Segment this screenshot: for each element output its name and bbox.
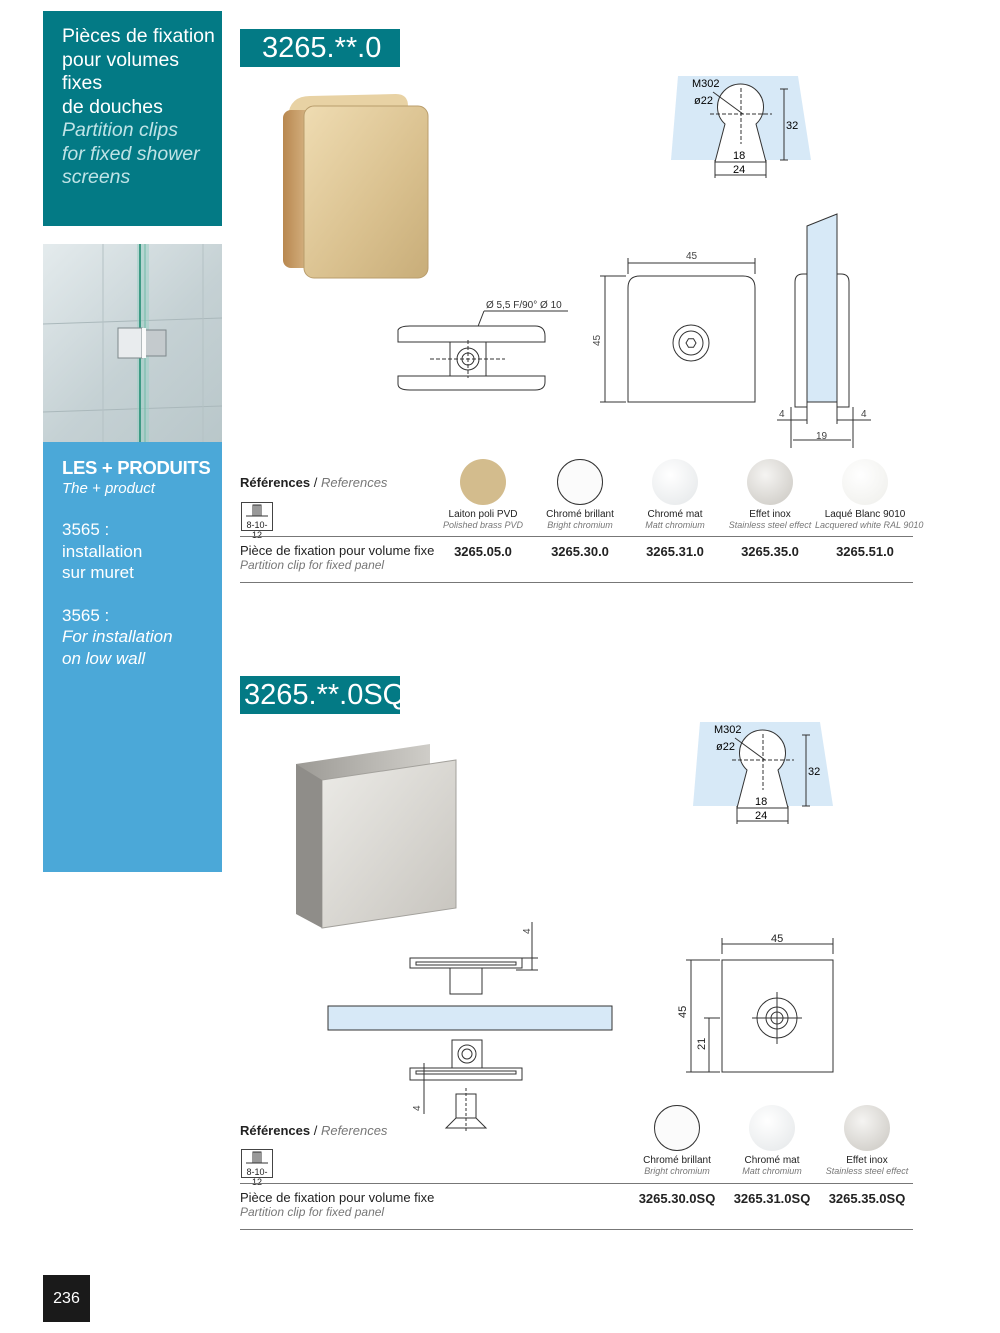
reference-code: 3265.31.0SQ xyxy=(733,1191,811,1206)
dim-height-45: 45 xyxy=(677,1006,689,1018)
dim-height-21: 21 xyxy=(696,1038,708,1050)
title-en-line: screens xyxy=(62,166,131,188)
dim-height: 32 xyxy=(808,766,820,778)
reference-code: 3265.51.0 xyxy=(836,544,894,559)
reference-code: 3265.31.0 xyxy=(646,544,704,559)
plus-fr-line: installation xyxy=(62,541,143,561)
dim-m302: M302 xyxy=(714,724,742,736)
product-plus-block: LES + PRODUITS The + product 3565 : inst… xyxy=(43,442,222,872)
dim-hole: Ø 5,5 F/90° Ø 10 xyxy=(486,300,562,311)
dim-thickness-4b: 4 xyxy=(412,1105,423,1111)
finish-swatch-polished-brass xyxy=(460,459,506,505)
references-label-2: Références / References xyxy=(240,1123,388,1138)
product-render-square xyxy=(296,744,457,929)
thickness-label: 8-10-12 xyxy=(246,520,268,540)
glass-cutout-diagram-2: M302 ø22 32 18 24 xyxy=(693,722,833,824)
reference-code: 3265.05.0 xyxy=(454,544,512,559)
dim-diameter: ø22 xyxy=(694,95,713,107)
page-number: 236 xyxy=(43,1275,90,1322)
glass-thickness-icon: 8-10-12 xyxy=(241,502,273,540)
reference-code: 3265.30.0SQ xyxy=(638,1191,716,1206)
reference-code: 3265.35.0 xyxy=(741,544,799,559)
finish-swatch-matt-chromium xyxy=(749,1105,795,1151)
table-divider xyxy=(240,1229,913,1230)
dim-thickness-4a: 4 xyxy=(522,928,533,934)
finish-label: Laqué Blanc 9010 Lacquered white RAL 901… xyxy=(815,509,924,530)
installation-photo xyxy=(43,244,222,442)
references-label-1: Références / References xyxy=(240,475,388,490)
side-view-drawing-1: 4 4 19 xyxy=(777,213,871,448)
plus-en-head: 3565 : xyxy=(62,605,110,625)
finish-label: Chromé mat Matt chromium xyxy=(742,1155,802,1176)
dim-side-19: 19 xyxy=(816,431,828,442)
product-render-gold xyxy=(283,94,429,279)
dim-height-45: 45 xyxy=(592,334,603,346)
finish-label: Chromé brillant Bright chromium xyxy=(546,509,614,530)
row-label-en: Partition clip for fixed panel xyxy=(240,558,385,572)
dim-24: 24 xyxy=(755,810,767,822)
reference-code: 3265.35.0SQ xyxy=(828,1191,906,1206)
finish-label: Chromé mat Matt chromium xyxy=(645,509,705,530)
table-row: Pièce de fixation pour volume fixe Parti… xyxy=(240,543,434,572)
row-label-en: Partition clip for fixed panel xyxy=(240,1205,385,1219)
profile-drawing-2: 4 4 xyxy=(327,922,613,1133)
thickness-label: 8-10-12 xyxy=(246,1167,268,1187)
dim-diameter: ø22 xyxy=(716,741,735,753)
title-en-line: Partition clips xyxy=(62,119,178,141)
dim-18: 18 xyxy=(733,150,745,162)
plus-en-line: For installation xyxy=(62,627,173,646)
dim-height: 32 xyxy=(786,120,798,132)
front-view-drawing-1: 45 45 xyxy=(592,251,756,403)
model-header-2: 3265.**.0SQ xyxy=(240,676,405,714)
dim-m302: M302 xyxy=(692,78,720,90)
finish-swatch-stainless xyxy=(747,459,793,505)
title-fr-line: Pièces de fixation xyxy=(62,25,215,47)
row-label-fr: Pièce de fixation pour volume fixe xyxy=(240,543,435,558)
plus-subtitle: The + product xyxy=(62,480,155,497)
reference-code: 3265.30.0 xyxy=(551,544,609,559)
title-en-line: for fixed shower xyxy=(62,142,200,165)
finish-label: Effet inox Stainless steel effect xyxy=(825,1155,909,1176)
dim-width-45: 45 xyxy=(771,933,783,945)
dim-24: 24 xyxy=(733,164,745,176)
finish-label: Effet inox Stainless steel effect xyxy=(728,509,812,530)
profile-drawing-1: Ø 5,5 F/90° Ø 10 xyxy=(397,300,568,391)
plus-title: LES + PRODUITS xyxy=(62,457,211,478)
plus-fr-line: 3565 : xyxy=(62,520,110,539)
plus-en-line: on low wall xyxy=(62,648,146,668)
model-header-1: 3265.**.0 xyxy=(240,29,400,67)
title-fr-line: de douches xyxy=(62,95,163,118)
plus-fr-line: sur muret xyxy=(62,563,134,582)
glass-cutout-diagram-1: M302 ø22 32 18 24 xyxy=(671,76,811,178)
front-view-drawing-2: 45 45 21 xyxy=(677,933,834,1073)
table-divider xyxy=(240,1183,913,1184)
table-divider xyxy=(240,536,913,537)
glass-thickness-icon: 8-10-12 xyxy=(241,1149,273,1187)
table-row: Pièce de fixation pour volume fixe Parti… xyxy=(240,1190,434,1219)
finish-swatch-stainless xyxy=(844,1105,890,1151)
dim-18: 18 xyxy=(755,796,767,808)
finish-label: Laiton poli PVD Polished brass PVD xyxy=(442,509,524,530)
finish-swatch-white-9010 xyxy=(842,459,888,505)
finish-swatch-matt-chromium xyxy=(652,459,698,505)
dim-width-45: 45 xyxy=(686,251,698,262)
finish-swatch-bright-chromium xyxy=(557,459,603,505)
dim-side-4b: 4 xyxy=(861,409,867,420)
row-label-fr: Pièce de fixation pour volume fixe xyxy=(240,1190,435,1205)
table-divider xyxy=(240,582,913,583)
finish-label: Chromé brillant Bright chromium xyxy=(643,1155,711,1176)
title-fr-line: pour volumes fixes xyxy=(62,48,180,95)
category-title-block: Pièces de fixation pour volumes fixes de… xyxy=(43,11,222,226)
dim-side-4a: 4 xyxy=(779,409,785,420)
finish-swatch-bright-chromium xyxy=(654,1105,700,1151)
